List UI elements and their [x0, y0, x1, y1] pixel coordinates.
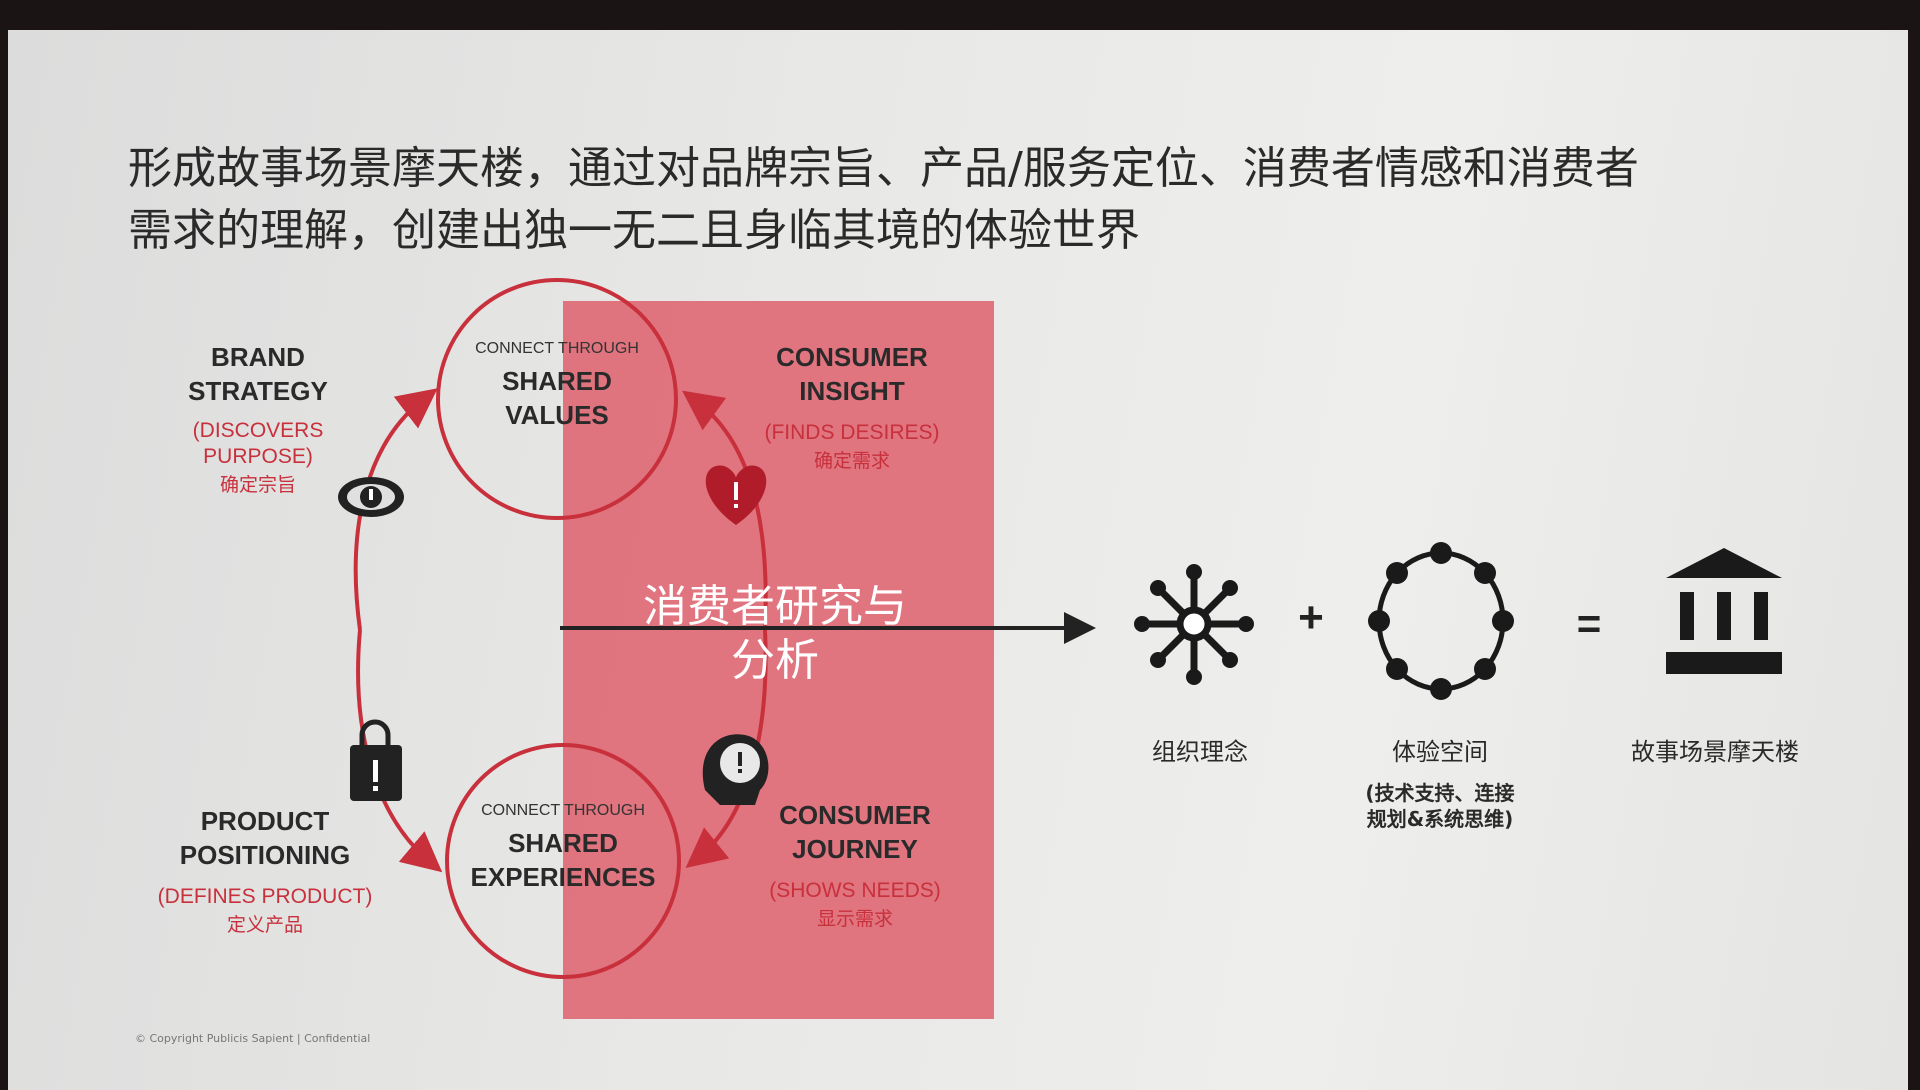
shared-experiences-circle	[445, 743, 681, 979]
product-positioning-block: PRODUCT POSITIONING (DEFINES PRODUCT) 定义…	[140, 804, 390, 940]
research-label-line-1: 消费者研究与	[643, 581, 907, 632]
consumer-insight-sub: (FINDS DESIRES)	[764, 421, 940, 444]
slide: 形成故事场景摩天楼，通过对品牌宗旨、产品/服务定位、消费者情感和消费者 需求的理…	[8, 30, 1908, 1090]
consumer-insight-label: CONSUMER	[776, 342, 928, 372]
consumer-insight-cn: 确定需求	[813, 450, 890, 472]
experience-space-sub-2: 规划&系统思维)	[1366, 807, 1514, 831]
product-positioning-sub: (DEFINES PRODUCT)	[157, 885, 373, 908]
consumer-insight-label: INSIGHT	[799, 376, 905, 406]
research-label-line-2: 分析	[731, 635, 819, 686]
product-positioning-cn: 定义产品	[226, 914, 303, 936]
consumer-journey-sub: (SHOWS NEEDS)	[769, 879, 941, 902]
slide-title: 形成故事场景摩天楼，通过对品牌宗旨、产品/服务定位、消费者情感和消费者 需求的理…	[128, 138, 1828, 262]
brand-strategy-label: STRATEGY	[188, 376, 328, 406]
ring-network-icon	[1368, 542, 1514, 700]
shared-values-text: CONNECT THROUGH SHARED VALUES	[437, 340, 677, 432]
consumer-journey-block: CONSUMER JOURNEY (SHOWS NEEDS) 显示需求	[735, 798, 975, 934]
heart-icon	[705, 465, 767, 525]
product-positioning-label: PRODUCT	[200, 806, 330, 836]
building-columns-icon	[1666, 548, 1782, 674]
experience-space-label: 体验空间	[1392, 738, 1488, 766]
shared-values-circle	[436, 278, 678, 520]
hub-network-icon	[1134, 564, 1254, 685]
consumer-insight-block: CONSUMER INSIGHT (FINDS DESIRES) 确定需求	[732, 340, 972, 476]
connect-through-label: CONNECT THROUGH	[475, 340, 639, 357]
plus-sign: +	[1298, 593, 1324, 642]
shared-values-label: VALUES	[505, 400, 609, 430]
research-label: 消费者研究与 分析	[600, 580, 950, 688]
shared-experiences-label: SHARED	[508, 828, 618, 858]
title-line-1: 形成故事场景摩天楼，通过对品牌宗旨、产品/服务定位、消费者情感和消费者	[128, 143, 1639, 194]
product-positioning-label: POSITIONING	[179, 840, 351, 870]
brand-strategy-block: BRAND STRATEGY (DISCOVERS PURPOSE) 确定宗旨	[158, 340, 358, 500]
eye-icon	[338, 477, 404, 517]
brand-strategy-cn: 确定宗旨	[219, 474, 296, 496]
experience-space-sub-1: (技术支持、连接	[1365, 781, 1515, 805]
title-line-2: 需求的理解，创建出独一无二且身临其境的体验世界	[128, 205, 1140, 256]
experience-space-sub: (技术支持、连接 规划&系统思维)	[1310, 780, 1570, 832]
lock-icon	[350, 719, 402, 801]
copyright-footer: © Copyright Publicis Sapient | Confident…	[135, 1032, 371, 1045]
story-skyscraper-label: 故事场景摩天楼	[1631, 738, 1799, 766]
brand-strategy-label: BRAND	[211, 342, 305, 372]
consumer-journey-cn: 显示需求	[816, 908, 893, 930]
shared-experiences-label: EXPERIENCES	[470, 862, 656, 892]
consumer-journey-label: JOURNEY	[792, 834, 918, 864]
shared-values-label: SHARED	[502, 366, 612, 396]
shared-experiences-text: CONNECT THROUGH SHARED EXPERIENCES	[423, 802, 703, 894]
research-highlight-box	[563, 301, 994, 1019]
consumer-journey-label: CONSUMER	[779, 800, 931, 830]
head-speech-icon	[702, 734, 769, 805]
organization-concept-label: 组织理念	[1152, 738, 1248, 766]
brand-strategy-sub: PURPOSE)	[203, 445, 313, 468]
connect-through-label: CONNECT THROUGH	[481, 802, 645, 819]
brand-strategy-sub: (DISCOVERS	[192, 419, 324, 442]
equals-sign: =	[1577, 600, 1602, 647]
